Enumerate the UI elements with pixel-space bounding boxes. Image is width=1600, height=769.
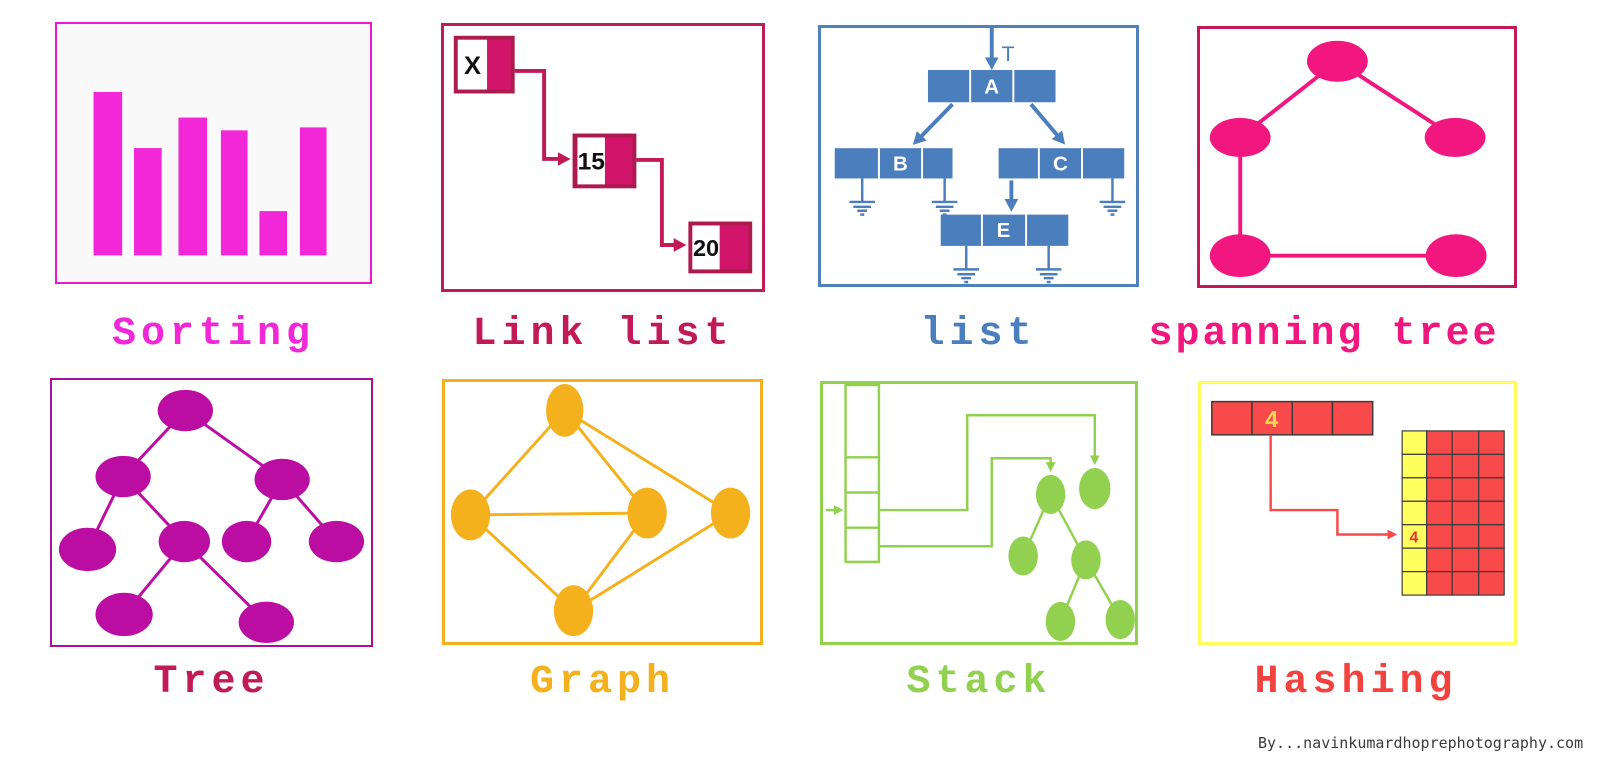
node-2-value: 15 — [578, 149, 605, 176]
spanning-tree-caption: spanning tree — [1148, 312, 1500, 357]
stack-arrows — [825, 414, 1100, 548]
sorting-bar — [220, 130, 248, 256]
tree-nodes — [58, 389, 365, 644]
list-node-e: E — [940, 214, 1069, 246]
list-node-c: C — [998, 148, 1125, 179]
graph-nodes — [450, 383, 751, 637]
spanning-tree-panel — [1197, 26, 1517, 288]
hash-bucket-value: 4 — [1410, 529, 1419, 546]
linklist-node-2: 15 — [572, 133, 637, 189]
hash-table — [1401, 430, 1505, 596]
graph-edges — [469, 409, 732, 612]
node-1-value: X — [464, 52, 481, 80]
graph-diagram — [450, 383, 751, 637]
linklist-pointer-arrows — [514, 69, 687, 252]
sorting-bar — [299, 127, 327, 256]
list-caption: list — [920, 312, 1037, 357]
hash-key-value: 4 — [1265, 406, 1278, 432]
stack-panel — [820, 381, 1138, 645]
node-a-label: A — [984, 76, 999, 99]
hashing-diagram: 4 4 — [1211, 400, 1505, 596]
tree-edges — [86, 409, 338, 624]
sorting-bar-chart-icon — [93, 91, 327, 256]
sorting-bar — [134, 148, 162, 256]
hash-arrow — [1269, 434, 1398, 540]
linklist-node-3: 20 — [688, 221, 753, 274]
sorting-bars — [93, 91, 327, 256]
linked-list-diagram: X 15 20 — [453, 35, 753, 274]
stack-cells — [844, 384, 881, 564]
spanning-tree-edges — [1238, 59, 1457, 258]
tree-diagram — [58, 389, 365, 644]
hash-key-array — [1211, 400, 1374, 436]
stack-caption: Stack — [906, 660, 1052, 705]
node-3-value: 20 — [693, 235, 719, 261]
list-pointer-label: T — [1002, 42, 1015, 66]
tree-panel — [50, 378, 373, 647]
graph-panel — [442, 379, 763, 645]
node-e-label: E — [997, 219, 1011, 242]
stack-tree-nodes — [1008, 468, 1135, 642]
list-node-a: A — [927, 70, 1056, 103]
linked-list-panel: X 15 20 — [441, 23, 765, 292]
spanning-tree-diagram — [1209, 40, 1487, 278]
list-panel: T A B C E — [818, 25, 1139, 287]
linklist-node-1: X — [453, 35, 515, 94]
sorting-bar — [178, 117, 208, 256]
list-node-b: B — [834, 148, 953, 179]
list-diagram: T A B C E — [834, 28, 1127, 284]
photographer-watermark: By...navinkumardhoprephotography.com — [1258, 734, 1584, 752]
spanning-tree-nodes — [1209, 40, 1487, 278]
link-list-caption: Link list — [472, 312, 734, 357]
hashing-caption: Hashing — [1254, 660, 1458, 705]
sorting-panel — [55, 22, 372, 284]
sorting-caption: Sorting — [111, 312, 316, 357]
stack-diagram — [825, 384, 1135, 642]
sorting-bar — [93, 91, 123, 256]
tree-caption: Tree — [153, 660, 270, 705]
graph-caption: Graph — [529, 660, 676, 705]
node-c-label: C — [1053, 153, 1068, 176]
list-arrows — [912, 28, 1066, 212]
sorting-bar — [259, 211, 288, 256]
node-b-label: B — [893, 153, 908, 176]
hashing-panel: 4 4 — [1198, 381, 1517, 645]
